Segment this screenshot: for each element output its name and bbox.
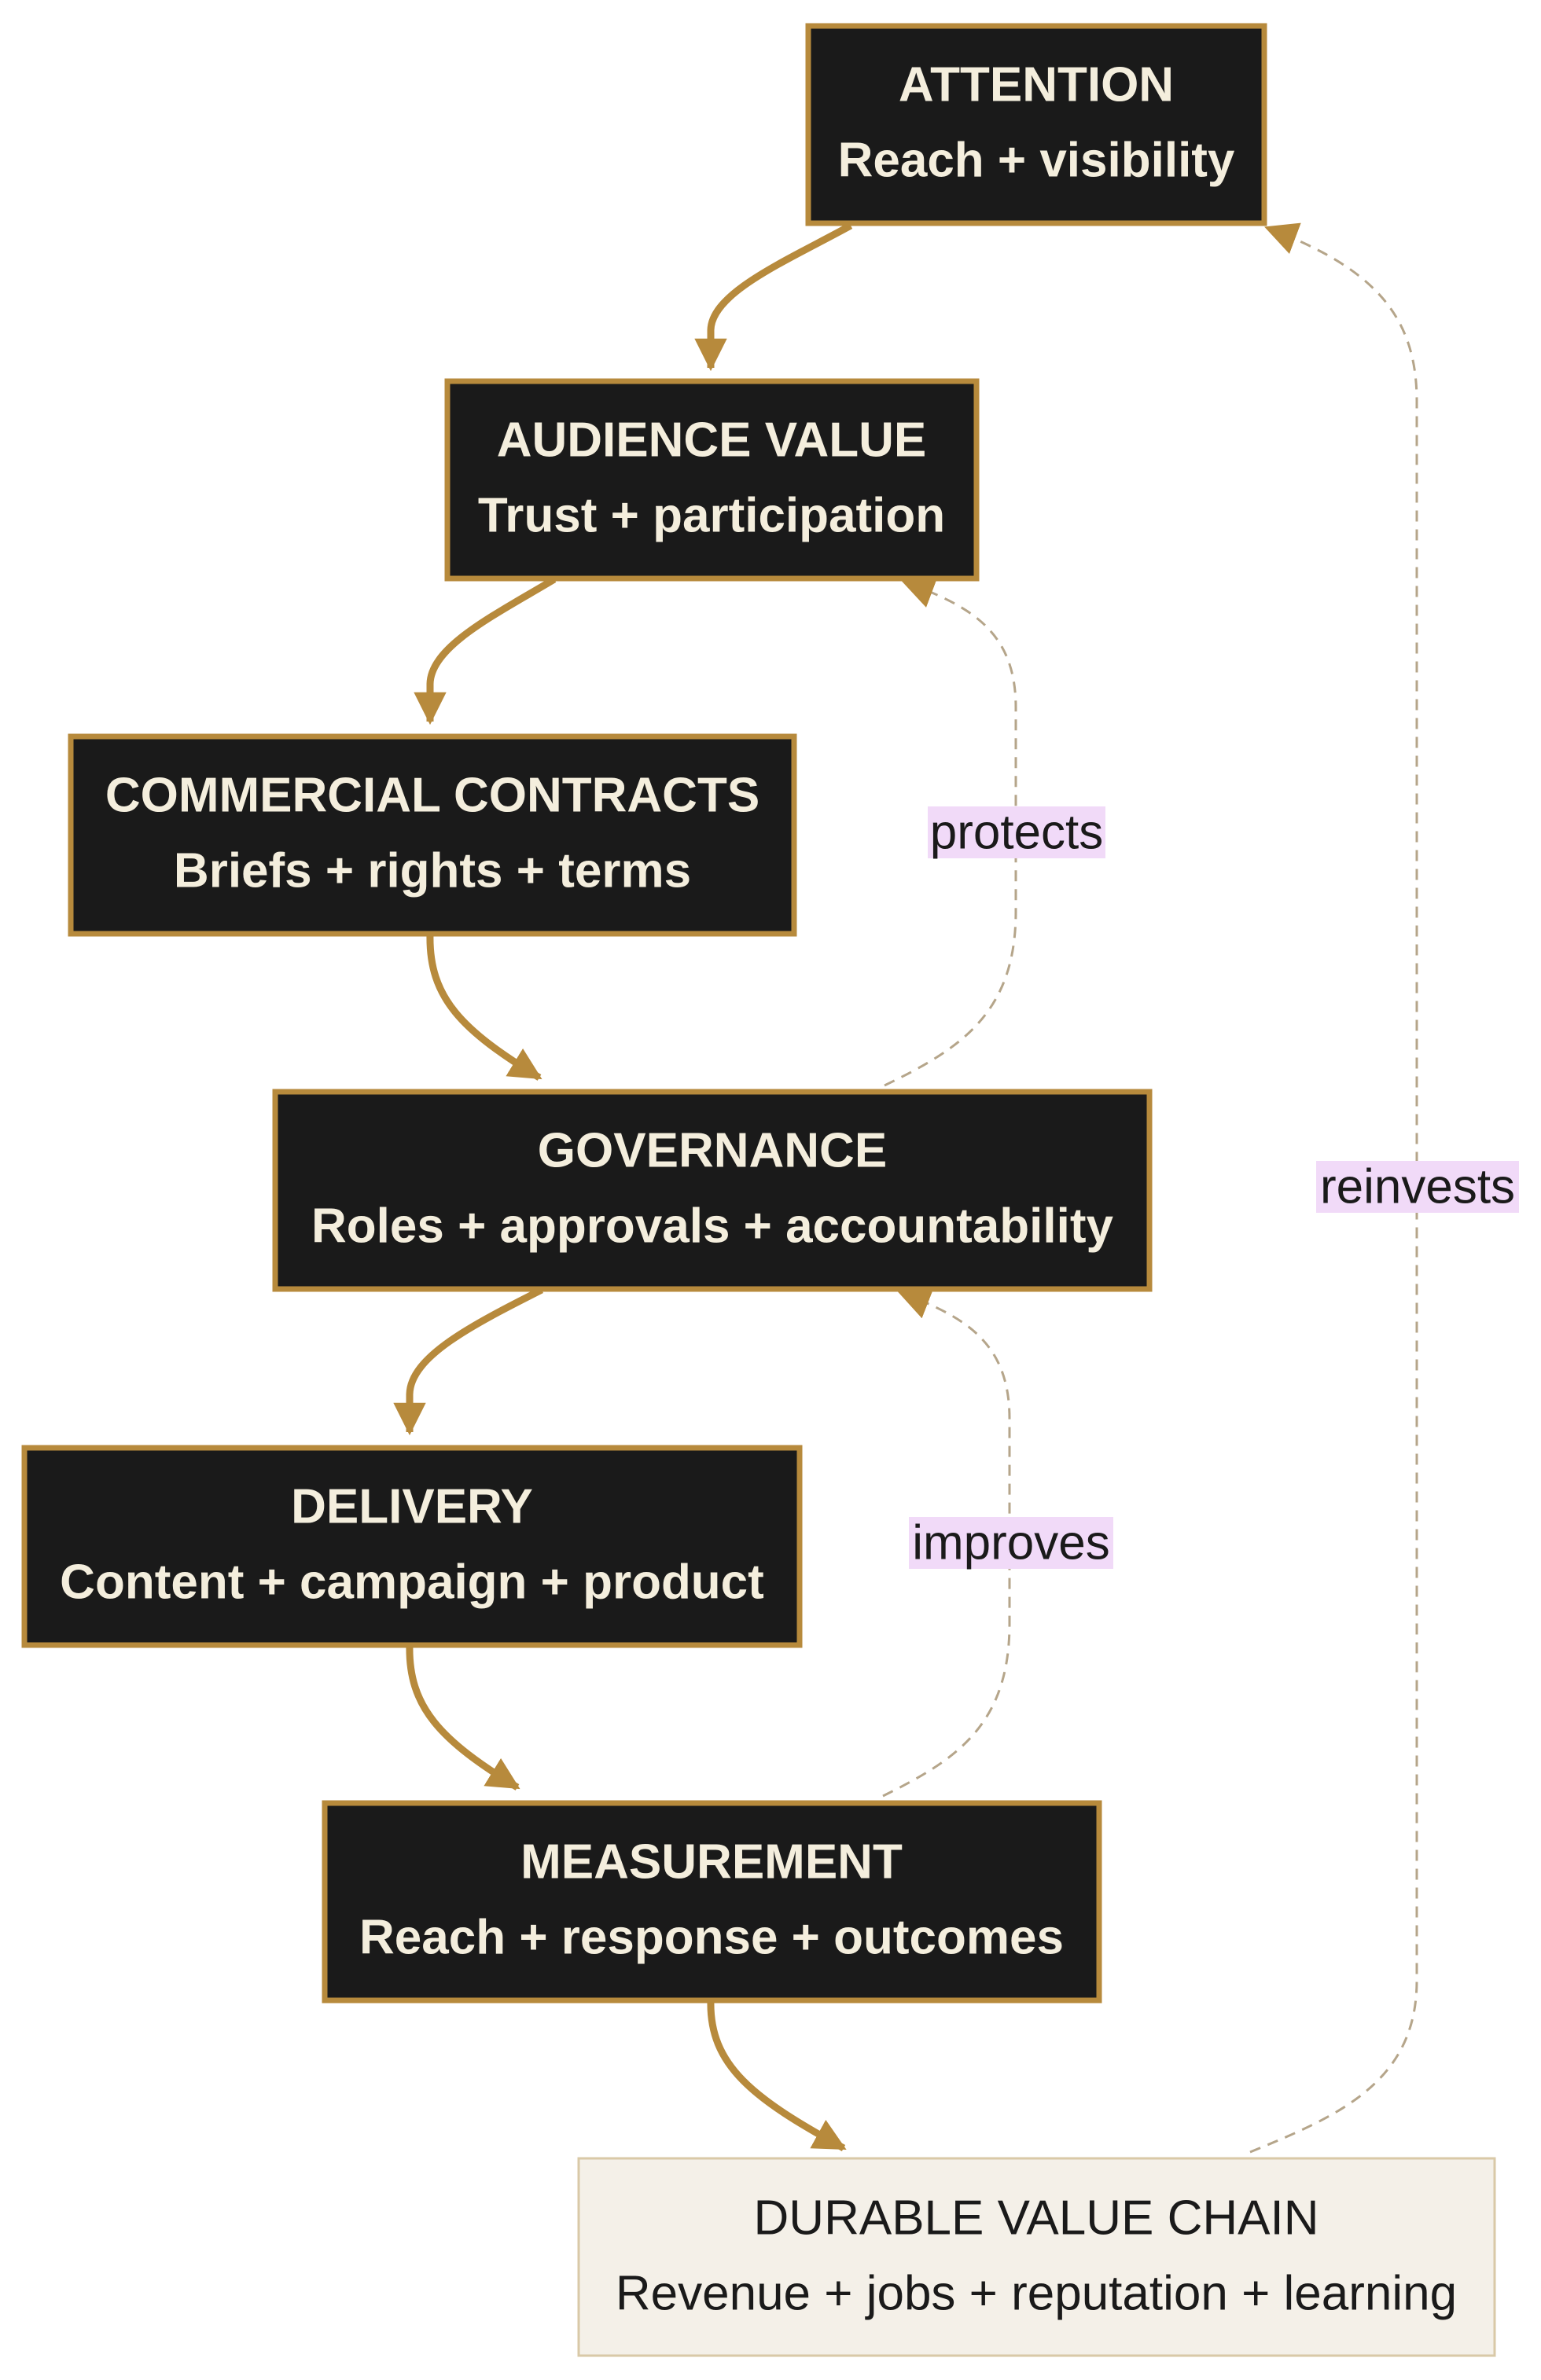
node-box [21, 1445, 803, 1648]
edge-label-improves: improves [909, 1516, 1113, 1570]
node-title: AUDIENCE VALUE [497, 413, 927, 468]
edge-governance-to-audience-value [884, 576, 1017, 1087]
edge-label-bg [928, 806, 1105, 858]
node-subtitle: Trust + participation [478, 489, 945, 543]
edge-label-protects: protects [928, 806, 1105, 860]
edge-commercial-contracts-to-governance [426, 933, 542, 1081]
node-box [322, 1800, 1102, 2004]
node-subtitle: Briefs + rights + terms [174, 844, 691, 898]
node-title: DURABLE VALUE CHAIN [754, 2191, 1319, 2246]
node-durable-value-chain: DURABLE VALUE CHAIN Revenue + jobs + rep… [577, 2157, 1496, 2357]
flow-edges [393, 222, 853, 2151]
node-commercial-contracts: COMMERCIAL CONTRACTS Briefs + rights + t… [68, 733, 797, 937]
edge-governance-to-delivery [393, 1286, 544, 1436]
node-subtitle: Reach + visibility [838, 134, 1235, 188]
node-audience-value: AUDIENCE VALUE Trust + participation [444, 378, 980, 582]
edge-attention-to-audience-value [694, 222, 853, 372]
node-subtitle: Content + campaign + product [60, 1555, 764, 1610]
node-title: MEASUREMENT [520, 1835, 903, 1890]
edge-label-text: protects [930, 806, 1104, 860]
node-measurement: MEASUREMENT Reach + response + outcomes [322, 1800, 1102, 2004]
node-box [805, 23, 1267, 226]
edge-measurement-to-durable-value-chain [707, 2000, 847, 2151]
edge-audience-value-to-commercial-contracts [414, 576, 557, 725]
node-subtitle: Revenue + jobs + reputation + learning [616, 2267, 1457, 2321]
edge-label-text: improves [912, 1516, 1110, 1570]
edge-measurement-to-governance [882, 1287, 1011, 1798]
node-title: DELIVERY [291, 1480, 533, 1534]
edge-label-bg [1316, 1161, 1519, 1213]
node-box [444, 378, 980, 582]
edge-label-text: reinvests [1320, 1160, 1515, 1214]
node-title: GOVERNANCE [538, 1124, 887, 1178]
node-governance: GOVERNANCE Roles + approvals + accountab… [272, 1089, 1153, 1292]
edge-label-reinvests: reinvests [1316, 1160, 1519, 1214]
edge-label-bg [909, 1517, 1113, 1569]
node-title: COMMERCIAL CONTRACTS [105, 769, 759, 823]
node-subtitle: Reach + response + outcomes [359, 1911, 1064, 1965]
node-title: ATTENTION [899, 58, 1174, 112]
node-box [68, 733, 797, 937]
node-box [577, 2157, 1496, 2357]
node-subtitle: Roles + approvals + accountability [311, 1199, 1113, 1254]
edge-delivery-to-measurement [406, 1644, 520, 1791]
node-box [272, 1089, 1153, 1292]
node-attention: ATTENTION Reach + visibility [805, 23, 1267, 226]
node-delivery: DELIVERY Content + campaign + product [21, 1445, 803, 1648]
